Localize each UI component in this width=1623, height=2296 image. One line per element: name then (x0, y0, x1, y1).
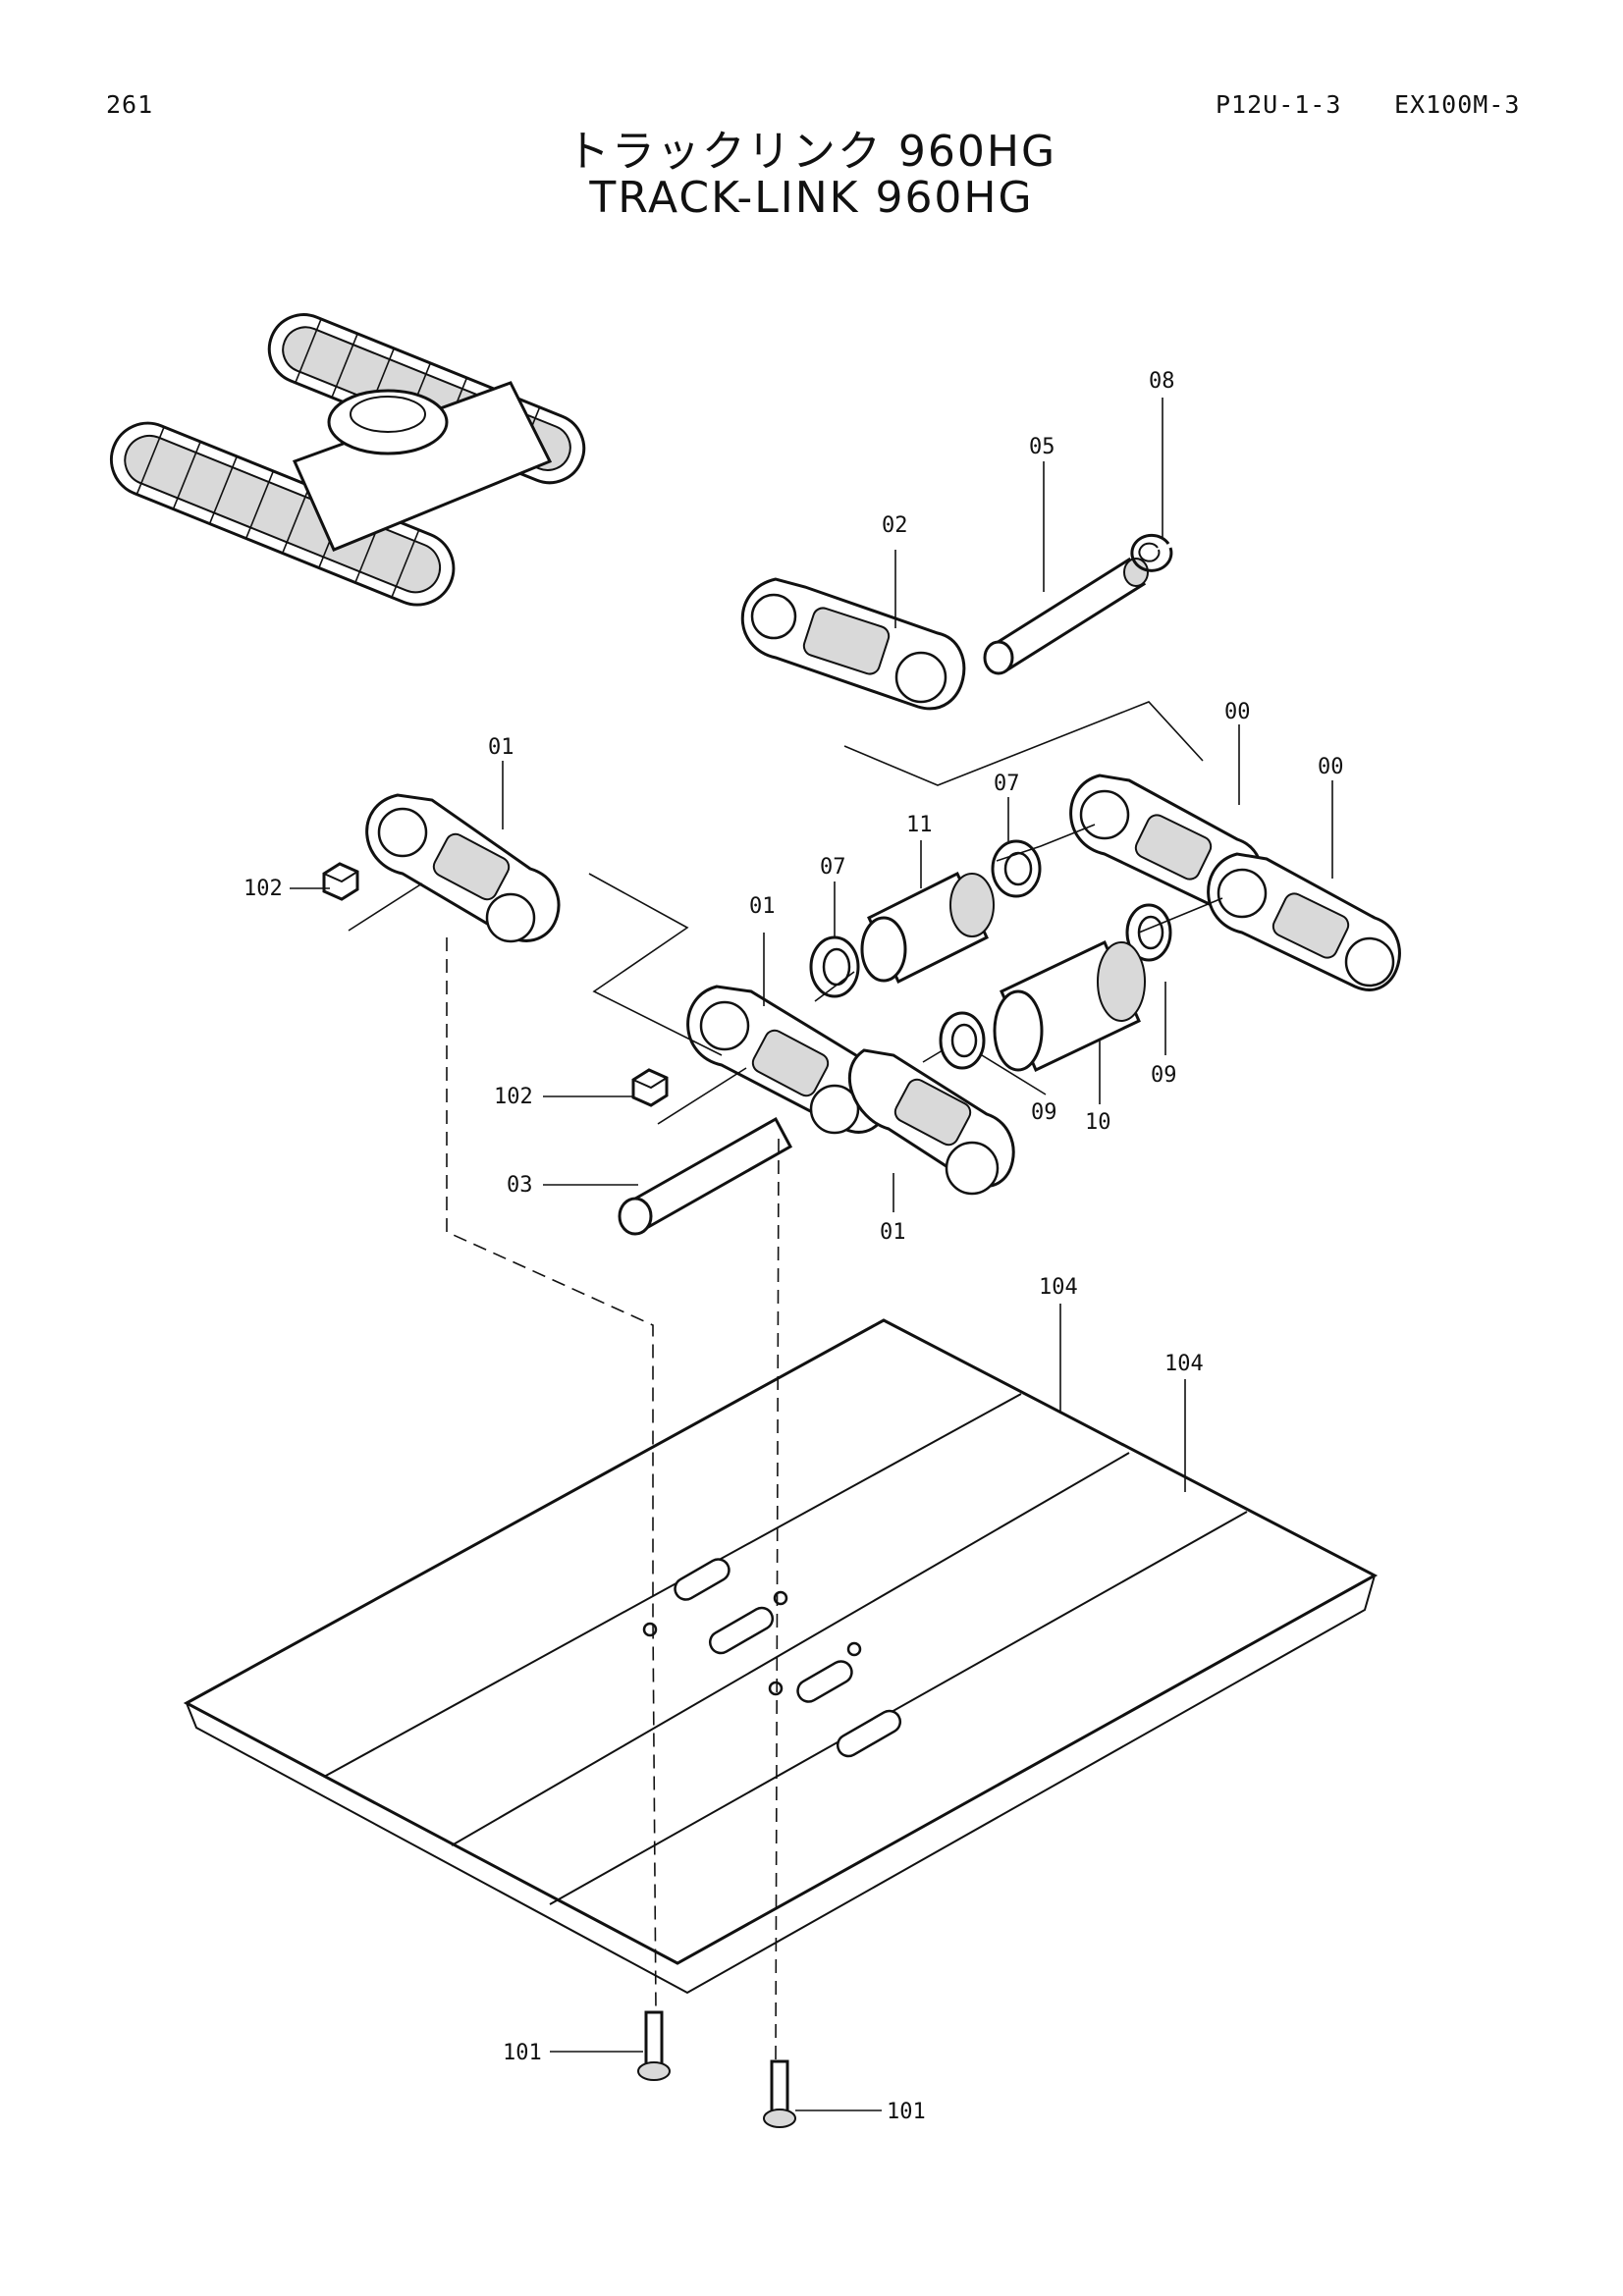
callout-102b: 102 (494, 1085, 533, 1109)
callout-104a: 104 (1039, 1275, 1078, 1300)
callout-102a: 102 (243, 877, 283, 901)
track-link-icon (740, 577, 966, 711)
callout-09a: 09 (1151, 1063, 1177, 1088)
undercarriage-icon (109, 313, 586, 607)
callout-03: 03 (507, 1173, 533, 1198)
callout-05: 05 (1029, 435, 1055, 459)
pin-icon (618, 1116, 793, 1236)
bushing-icon (993, 939, 1146, 1073)
bushing-icon (860, 871, 995, 985)
snap-ring-icon (1130, 533, 1173, 572)
track-link-icon (847, 1048, 1015, 1196)
callout-02: 02 (882, 513, 908, 538)
callout-10: 10 (1085, 1110, 1111, 1135)
leader-lines (290, 398, 1333, 2111)
bolt-icon (637, 2010, 671, 2081)
nut-icon (631, 1068, 669, 1107)
assembly-lines (348, 701, 1223, 2062)
callout-104b: 104 (1164, 1352, 1204, 1376)
seal-icon (1125, 903, 1172, 962)
callout-09b: 09 (1031, 1100, 1057, 1125)
catalog-code: P12U-1-3 (1216, 90, 1342, 119)
callout-00b: 00 (1318, 755, 1344, 779)
track-link-icon (365, 793, 561, 943)
seal-icon (991, 839, 1042, 898)
page-number: 261 (106, 90, 154, 119)
track-link-icon (1207, 852, 1401, 991)
callout-01b: 01 (749, 894, 776, 919)
callout-01a: 01 (488, 735, 514, 760)
seal-icon (939, 1011, 986, 1070)
callout-101b: 101 (887, 2100, 926, 2124)
track-shoe-icon (183, 1318, 1379, 1995)
callout-07a: 07 (994, 772, 1020, 796)
track-link-icon (686, 985, 891, 1135)
title-japanese: トラックリンク 960HG (566, 127, 1057, 177)
title-english: TRACK-LINK 960HG (589, 173, 1034, 223)
callout-01c: 01 (880, 1220, 906, 1245)
callout-07b: 07 (820, 855, 846, 880)
callout-08: 08 (1149, 369, 1175, 394)
callout-101a: 101 (503, 2041, 542, 2065)
pin-icon (983, 557, 1149, 675)
callout-00a: 00 (1224, 700, 1251, 724)
model-code: EX100M-3 (1394, 90, 1521, 119)
bolt-icon (763, 2059, 796, 2128)
callout-11: 11 (906, 813, 933, 837)
nut-icon (322, 862, 359, 901)
